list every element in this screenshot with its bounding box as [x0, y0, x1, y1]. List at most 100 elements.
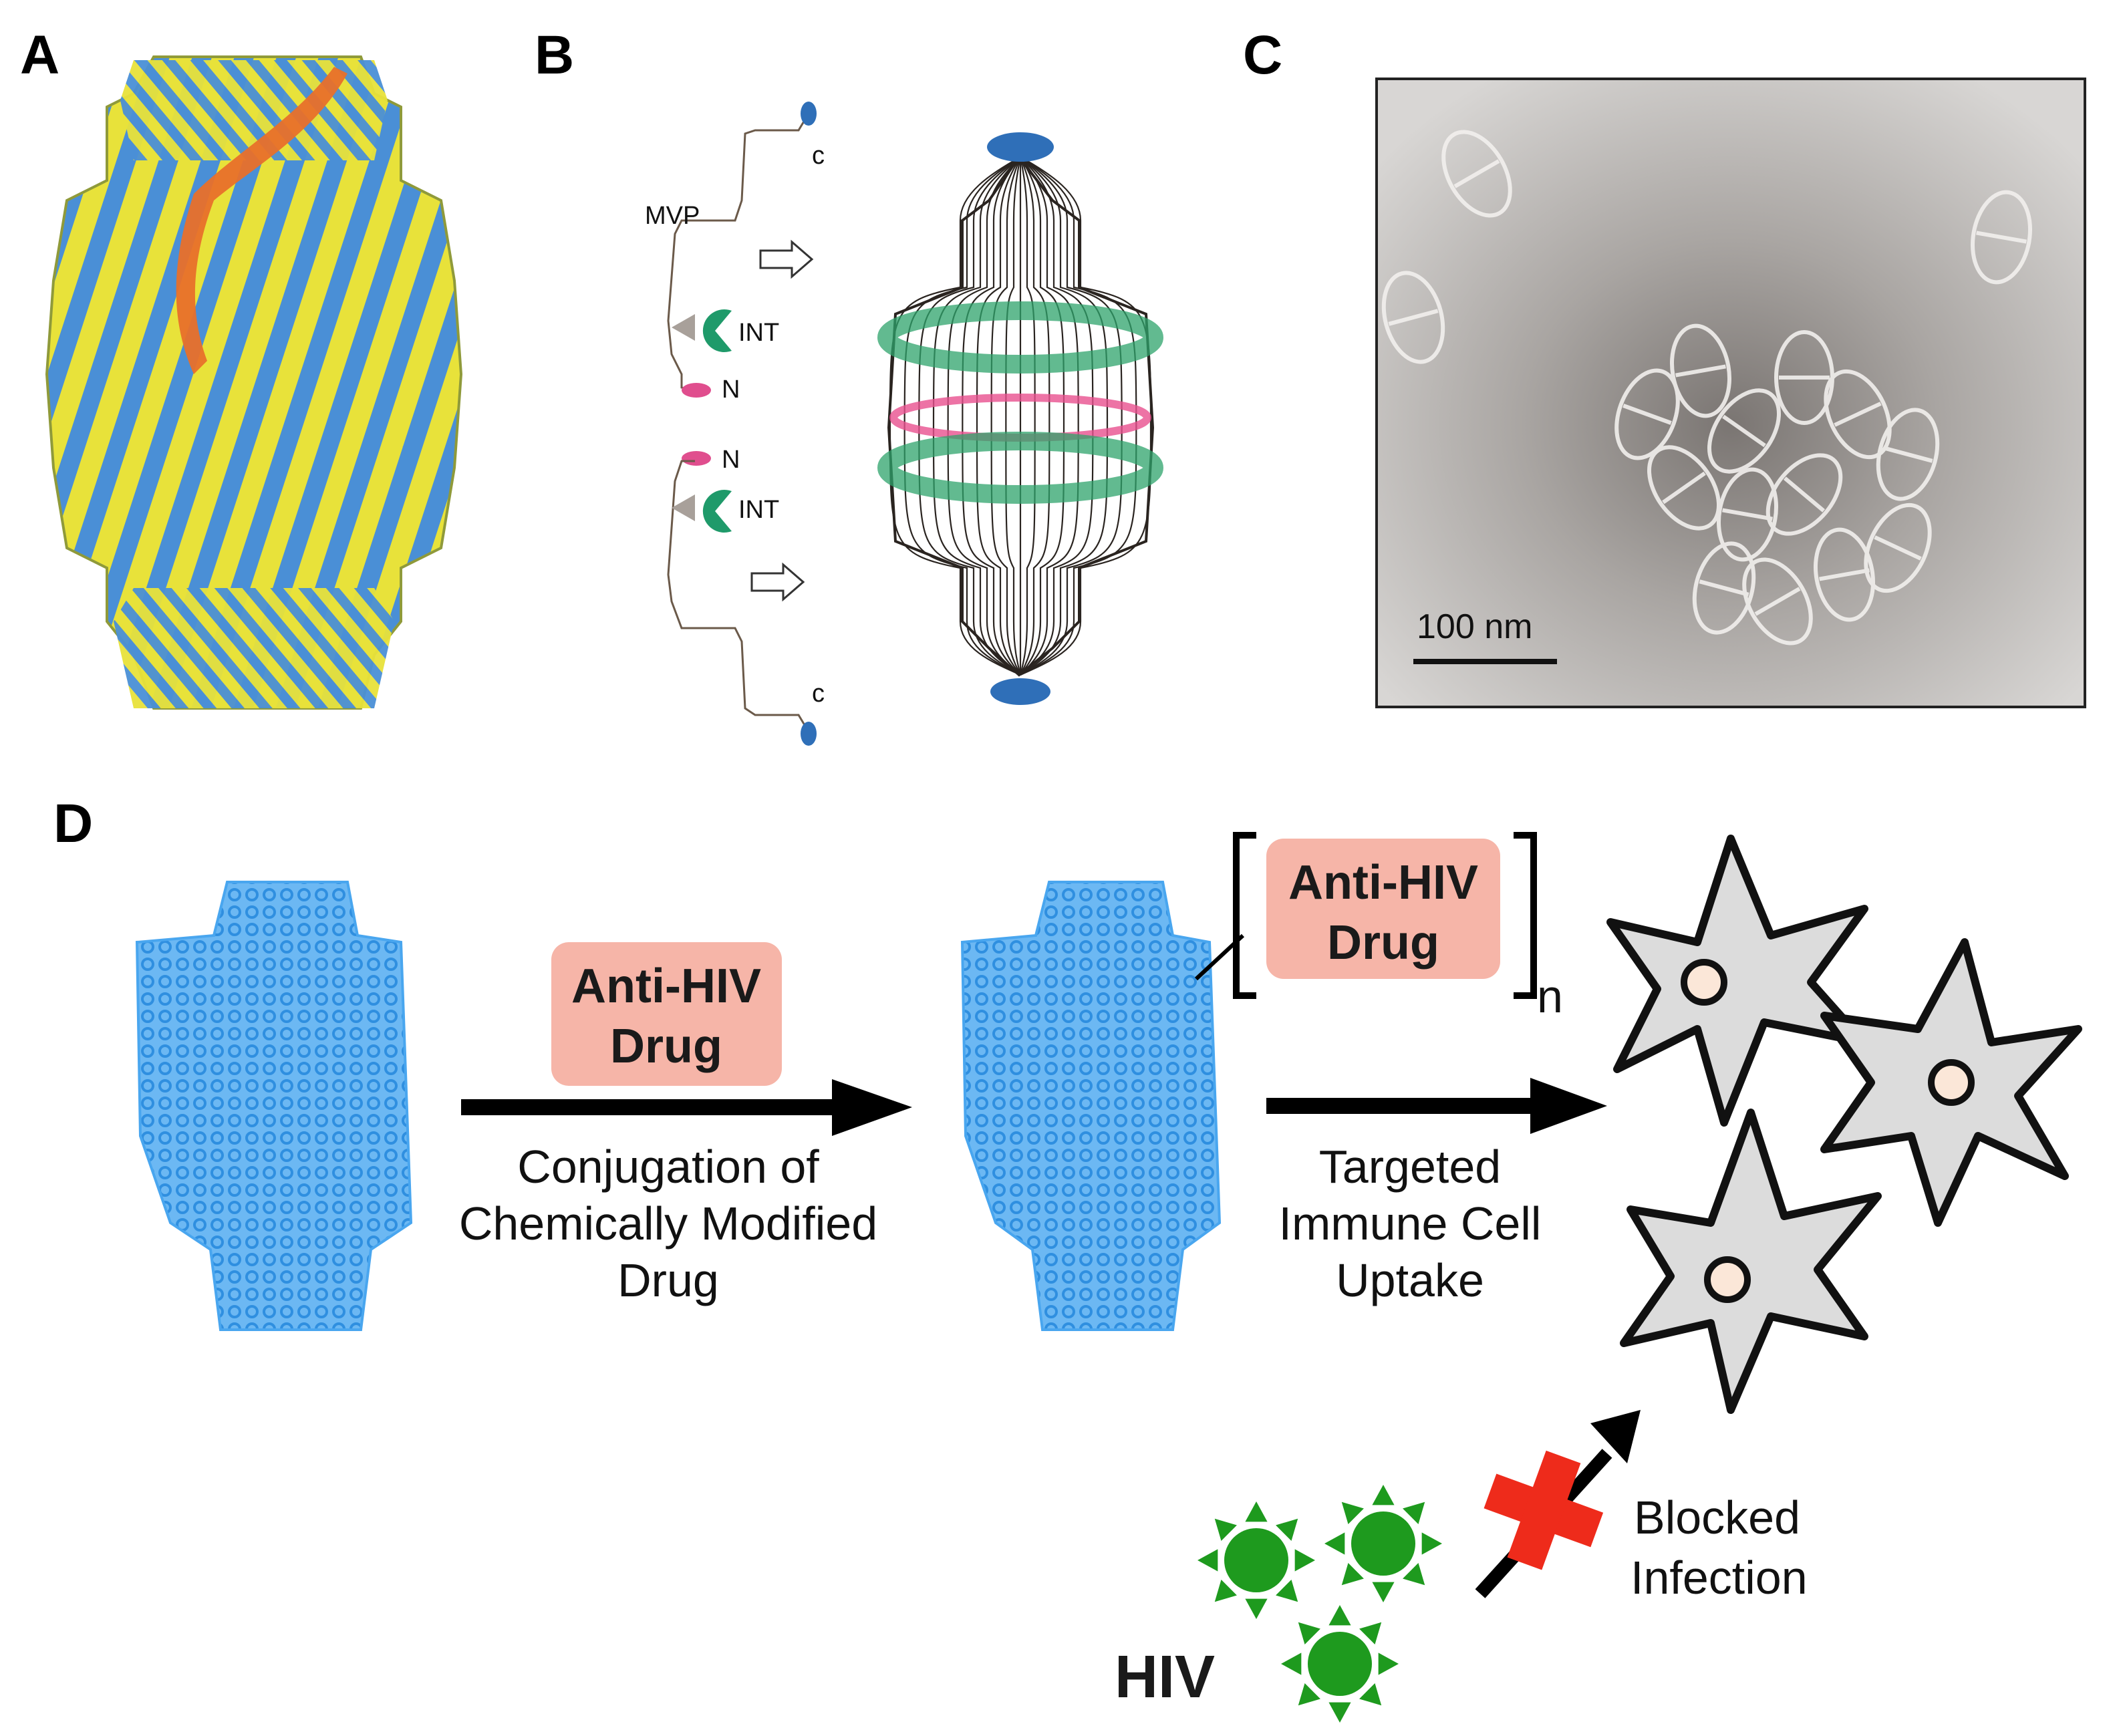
hiv-virions: [1197, 1485, 1442, 1723]
em-vault-waist: [1388, 309, 1439, 326]
barrel-meridian: [1020, 156, 1079, 676]
em-vault-particle: [1692, 541, 1756, 635]
c-terminus-icon: [801, 722, 817, 746]
hiv-virion-icon: [1197, 1501, 1315, 1619]
green-band-top: [877, 301, 1163, 374]
subscript-n: n: [1537, 970, 1563, 1022]
em-vault-waist: [1783, 476, 1826, 513]
vault-barrel-diagram: [877, 132, 1163, 705]
em-vault-waist: [1976, 231, 2027, 244]
n-label-bottom: N: [722, 446, 740, 474]
barrel-meridian: [1020, 156, 1109, 676]
drug-box-2-line1: Anti-HIV: [1288, 856, 1478, 909]
em-vault-waist: [1882, 446, 1933, 463]
em-vault-particle: [1647, 445, 1721, 531]
barrel-meridian: [947, 156, 1021, 676]
panel-d: D Anti-HIV Drug Conjugation of Chemicall…: [53, 793, 2082, 1723]
open-arrow-icon: [759, 239, 814, 279]
panel-c: C 100 nm: [1243, 25, 2086, 708]
em-vault-particle: [1742, 557, 1813, 645]
c-terminus-icon: [801, 102, 817, 126]
step2-line1: Targeted: [1319, 1141, 1501, 1193]
immune-cell-icon: [1820, 938, 2082, 1227]
step1-line1: Conjugation of: [517, 1141, 819, 1193]
open-arrow-icon: [750, 562, 805, 602]
panel-b-letter: B: [535, 25, 574, 86]
barrel-meridian: [1019, 156, 1036, 676]
em-vault-particle: [1441, 130, 1512, 218]
em-vault-particle: [1716, 467, 1779, 562]
panel-a: A: [20, 25, 463, 710]
green-band-bottom: [877, 432, 1163, 504]
em-vault-particle: [1813, 527, 1876, 622]
scale-bar-label: 100 nm: [1417, 607, 1532, 646]
em-vault-particle: [1824, 369, 1892, 460]
barrel-meridian: [1020, 156, 1152, 676]
immune-cell-icon: [1620, 1109, 1882, 1414]
panel-d-letter: D: [53, 793, 93, 854]
step1-line3: Drug: [617, 1254, 719, 1306]
immune-cell-icon: [1606, 835, 1868, 1127]
em-vault-particle: [1381, 271, 1445, 364]
barrel-meridian: [962, 156, 1021, 676]
em-vault-waist: [1675, 364, 1726, 378]
int-icon: [702, 309, 732, 352]
em-vault-waist: [1662, 471, 1706, 504]
barrel-meridian: [1020, 156, 1094, 676]
n-terminus-icon: [682, 451, 711, 466]
cap-top-icon: [987, 132, 1054, 162]
triangle-icon: [672, 494, 695, 521]
panel-c-letter: C: [1243, 25, 1282, 86]
hiv-label: HIV: [1115, 1644, 1215, 1711]
right-bracket: [1514, 832, 1537, 999]
vault-particle-icon: [135, 881, 413, 1331]
c-label-bottom: c: [812, 680, 825, 708]
arrow-icon: [1266, 1078, 1607, 1134]
mvp-schematic-upper: c MVP INT N: [645, 102, 825, 404]
em-vault-particle: [1765, 453, 1843, 536]
panel-b: B c MVP INT N N INT c: [535, 25, 1163, 746]
em-vault-waist: [1754, 587, 1801, 616]
cap-bottom-icon: [990, 678, 1050, 705]
drug-box: Anti-HIV Drug: [551, 942, 782, 1086]
mvp-label: MVP: [645, 202, 700, 230]
drug-box-1-line1: Anti-HIV: [571, 960, 761, 1013]
blocked-line2: Infection: [1631, 1552, 1808, 1604]
em-vault-waist: [1819, 568, 1870, 581]
em-vault-waist: [1874, 535, 1922, 561]
arrow-icon: [461, 1079, 912, 1136]
em-vault-waist: [1722, 508, 1773, 521]
vault-particle-icon: [45, 55, 463, 710]
n-terminus-icon: [682, 383, 711, 398]
c-label-top: c: [812, 142, 825, 170]
triangle-icon: [672, 314, 695, 341]
barrel-meridian: [1005, 156, 1022, 676]
em-vault-waist: [1722, 414, 1766, 448]
int-label-bottom: INT: [738, 496, 779, 524]
hiv-virion-icon: [1281, 1605, 1399, 1723]
em-vault-waist: [1622, 404, 1672, 425]
em-vault-particle: [1669, 323, 1732, 418]
barrel-meridian: [932, 156, 1021, 676]
step2-line2: Immune Cell: [1279, 1197, 1542, 1250]
em-vault-particle: [1876, 408, 1940, 501]
drug-box-bracketed: Anti-HIV Drug: [1266, 839, 1500, 979]
em-vault-particle: [1864, 502, 1932, 593]
drug-box-2-line2: Drug: [1327, 916, 1439, 970]
n-label-top: N: [722, 376, 740, 404]
left-bracket: [1233, 832, 1256, 999]
drug-box-1-line2: Drug: [610, 1020, 722, 1073]
em-micrograph: 100 nm: [1375, 78, 2086, 708]
em-vault-waist: [1834, 402, 1882, 427]
barrel-meridian: [1019, 156, 1050, 676]
blocked-line1: Blocked: [1634, 1491, 1800, 1544]
panel-a-letter: A: [20, 25, 59, 86]
vault-particle-icon: [960, 881, 1222, 1331]
barrel-meridian: [990, 156, 1022, 676]
em-vault-particle: [1614, 368, 1680, 460]
em-vault-particle: [1707, 388, 1782, 474]
step2-line3: Uptake: [1336, 1254, 1484, 1306]
blocked-cross-icon: [1484, 1450, 1604, 1570]
barrel-meridian: [976, 156, 1021, 676]
